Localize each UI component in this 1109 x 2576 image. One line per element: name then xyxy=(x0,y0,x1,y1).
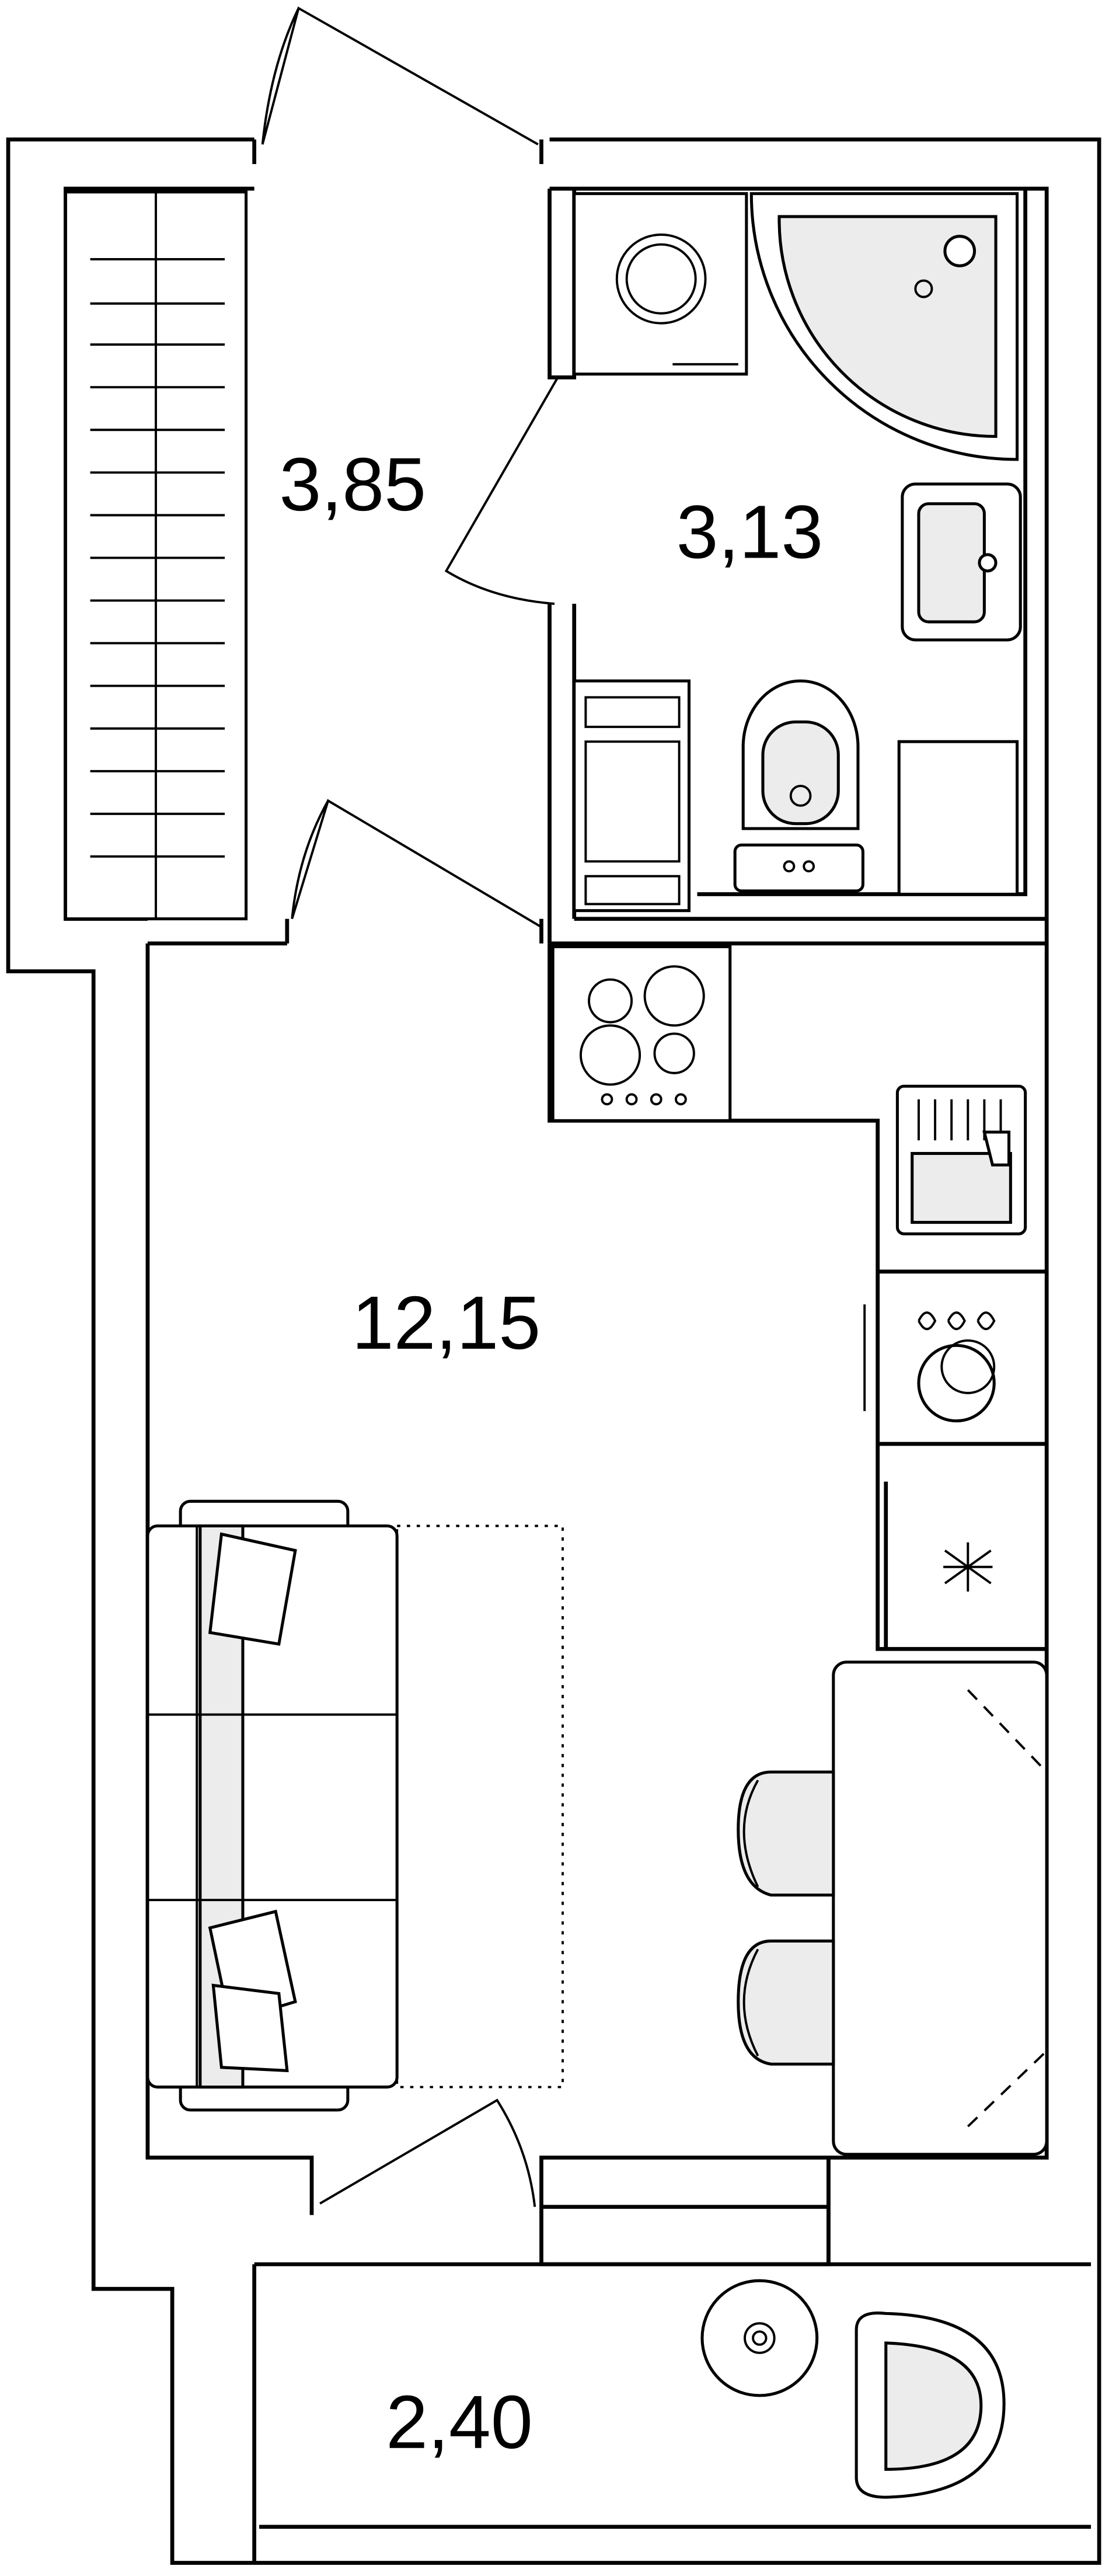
balcony-table xyxy=(700,2279,819,2397)
kitchen-sink xyxy=(895,1084,1027,1235)
room-area-living-kitchen: 12,15 xyxy=(352,1281,541,1365)
wardrobe xyxy=(64,190,248,921)
shelf xyxy=(573,679,691,913)
cabinet xyxy=(897,740,1019,896)
toilet xyxy=(733,679,864,893)
washing-machine xyxy=(573,192,748,376)
sofa xyxy=(146,1499,564,2112)
shower xyxy=(749,192,1019,461)
room-area-bathroom: 3,13 xyxy=(676,490,824,574)
balcony-chair xyxy=(855,2312,1006,2499)
fridge xyxy=(943,1542,993,1592)
room-area-balcony: 2,40 xyxy=(386,2380,533,2464)
dining-table xyxy=(832,1661,1048,2156)
water-heater xyxy=(863,1304,996,1423)
chairs xyxy=(737,1770,835,2066)
doors xyxy=(261,6,559,2207)
washbasin xyxy=(901,482,1022,642)
cooktop xyxy=(551,945,732,1122)
room-area-hall: 3,85 xyxy=(279,443,426,527)
